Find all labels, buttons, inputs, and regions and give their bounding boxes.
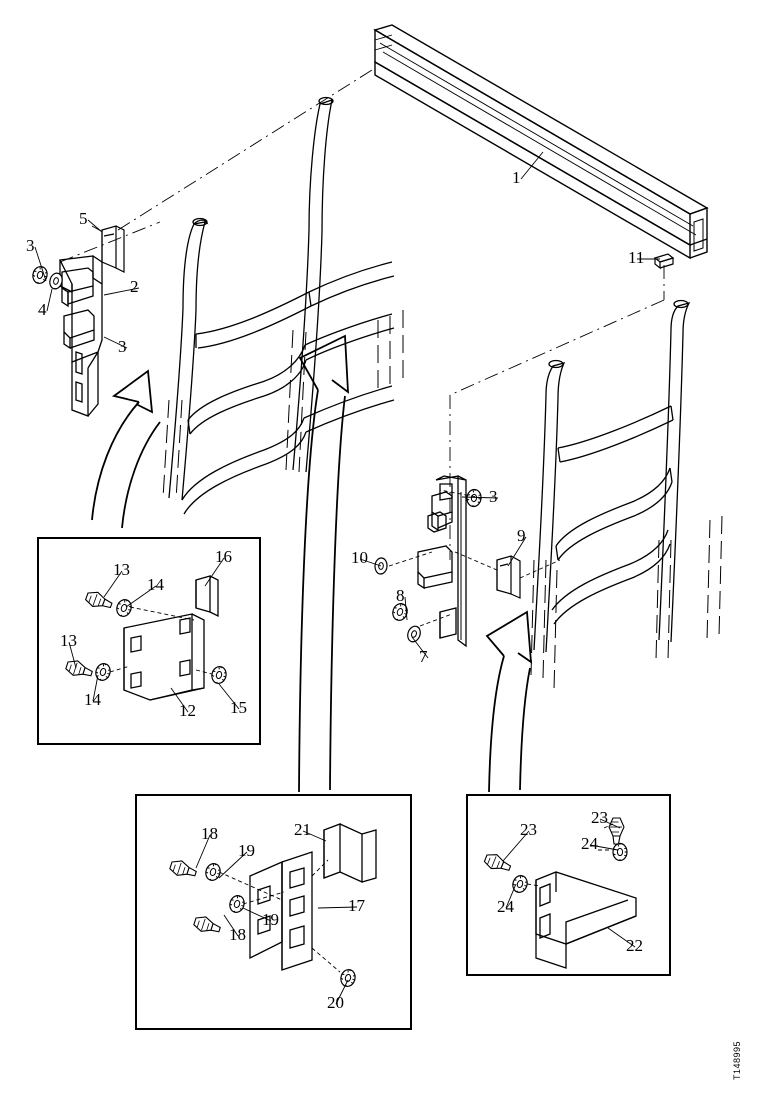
- callout-number-1: 1: [512, 168, 521, 187]
- callout-leader-18: [223, 914, 239, 937]
- callout-number-10: 10: [351, 548, 368, 567]
- callout-leader-19: [242, 907, 272, 922]
- phantom-line-beam-to-left-bracket: [59, 69, 373, 263]
- callout-number-3: 3: [118, 337, 127, 356]
- beam-end-pad-part-11: [653, 253, 675, 270]
- callout-leader-15: [218, 683, 240, 710]
- callout-leader-3: [34, 246, 47, 282]
- callout-number-23: 23: [520, 820, 537, 839]
- callout-number-24: 24: [581, 834, 599, 853]
- callout-leader-21: [302, 830, 327, 842]
- callout-leader-19: [218, 851, 248, 879]
- callout-number-13: 13: [113, 560, 130, 579]
- hardware-part-3-left: [30, 264, 65, 291]
- callout-number-23: 23: [591, 808, 608, 827]
- clip-part-9: [496, 555, 521, 599]
- callout-leader-10: [359, 558, 382, 567]
- detail-arrow-right: [485, 610, 533, 793]
- rops-frame-right: [533, 299, 691, 653]
- callout-leader-18: [195, 834, 211, 869]
- callout-leader-13: [68, 641, 77, 669]
- rops-frame-left: [168, 96, 395, 515]
- callout-leader-9: [507, 536, 527, 567]
- callout-number-21: 21: [294, 820, 311, 839]
- top-beam-part-1: [373, 24, 709, 260]
- detail-box-left: [37, 537, 261, 745]
- callout-leader-20: [335, 979, 349, 1005]
- callout-number-9: 9: [517, 526, 526, 545]
- hardware-part-7-8: [389, 601, 423, 645]
- callout-leader-3: [103, 336, 128, 349]
- callout-number-18: 18: [229, 925, 246, 944]
- detail-box-center: [135, 794, 412, 1030]
- callout-number-3: 3: [26, 236, 35, 255]
- callout-leader-13: [103, 570, 123, 598]
- callout-leader-12: [170, 687, 189, 713]
- callout-leader-1: [520, 151, 544, 180]
- callout-leader-14: [92, 674, 99, 702]
- detail-arrow-left: [91, 369, 161, 529]
- leader-lines-right-bracket: [388, 489, 561, 627]
- callout-leader-4: [46, 288, 53, 312]
- callout-leader-3: [461, 496, 499, 499]
- plate-part-5: [101, 225, 125, 273]
- callout-leader-23: [502, 830, 530, 862]
- callout-number-19: 19: [262, 910, 279, 929]
- callout-leader-23: [599, 818, 621, 829]
- break-lines-left-frame: [162, 310, 404, 501]
- callout-number-17: 17: [348, 896, 366, 915]
- callout-number-14: 14: [147, 575, 165, 594]
- right-middle-bracket: [417, 475, 467, 648]
- callout-leader-24: [505, 883, 517, 909]
- callout-number-14: 14: [84, 690, 102, 709]
- callout-number-19: 19: [238, 841, 255, 860]
- callout-number-5: 5: [79, 209, 88, 228]
- drawing-id: T148995: [732, 1041, 742, 1080]
- callout-number-24: 24: [497, 897, 515, 916]
- callout-leader-14: [125, 585, 157, 608]
- callout-number-2: 2: [130, 277, 139, 296]
- callout-number-12: 12: [179, 701, 196, 720]
- callout-number-11: 11: [628, 248, 644, 267]
- callout-leader-2: [103, 287, 140, 296]
- drawing-id-text: T148995: [732, 1041, 742, 1080]
- callout-number-16: 16: [215, 547, 232, 566]
- callout-leader-16: [204, 557, 225, 587]
- callout-number-3: 3: [489, 487, 498, 506]
- callout-leader-5: [87, 219, 103, 233]
- callout-number-7: 7: [419, 647, 428, 666]
- callout-number-8: 8: [396, 586, 405, 605]
- detail-box-right: [466, 794, 671, 976]
- left-bracket-part-2: [59, 255, 103, 417]
- callout-number-4: 4: [38, 300, 47, 319]
- callout-leader-24: [589, 844, 619, 851]
- callout-number-15: 15: [230, 698, 247, 717]
- callout-leader-8: [404, 596, 408, 621]
- callout-number-13: 13: [60, 631, 77, 650]
- callout-leader-22: [607, 927, 636, 948]
- callout-number-22: 22: [626, 936, 643, 955]
- detail-arrow-center: [298, 334, 350, 793]
- callout-leader-lines: [34, 151, 660, 1005]
- break-lines-right-frame: [530, 515, 723, 691]
- callout-leader-7: [411, 636, 429, 659]
- callout-leader-17: [317, 906, 358, 909]
- callout-number-18: 18: [201, 824, 218, 843]
- callout-number-20: 20: [327, 993, 344, 1012]
